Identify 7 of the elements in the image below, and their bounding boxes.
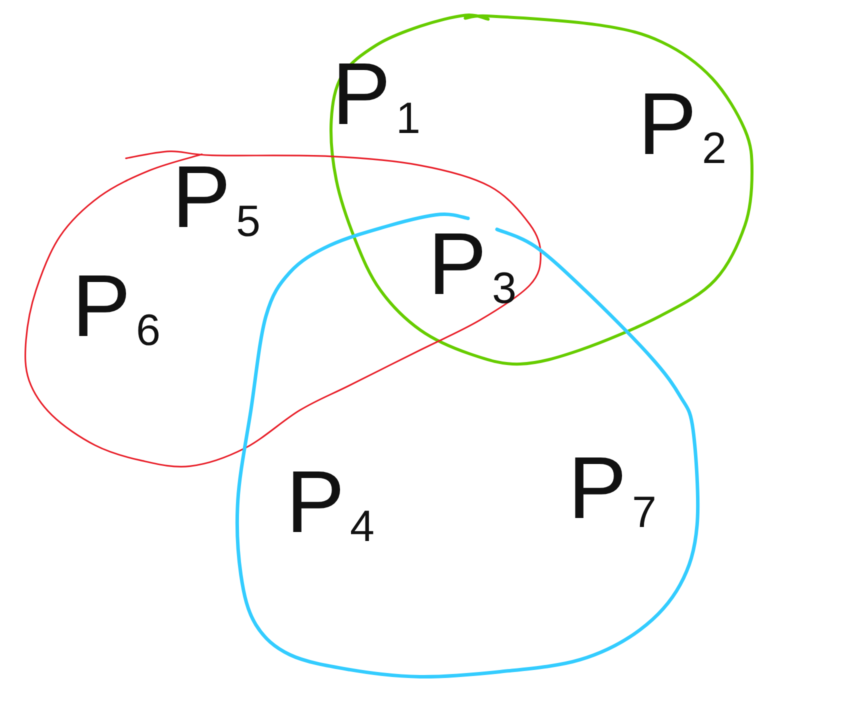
element-label: P$_{6}$ bbox=[72, 262, 160, 353]
element-label: P$_{7}$ bbox=[568, 444, 656, 535]
element-label: P$_{1}$ bbox=[332, 50, 420, 141]
element-label: P$_{3}$ bbox=[428, 220, 516, 311]
element-label: P$_{2}$ bbox=[638, 80, 726, 171]
element-label: P$_{4}$ bbox=[286, 458, 374, 549]
element-label: P$_{5}$ bbox=[172, 152, 260, 244]
